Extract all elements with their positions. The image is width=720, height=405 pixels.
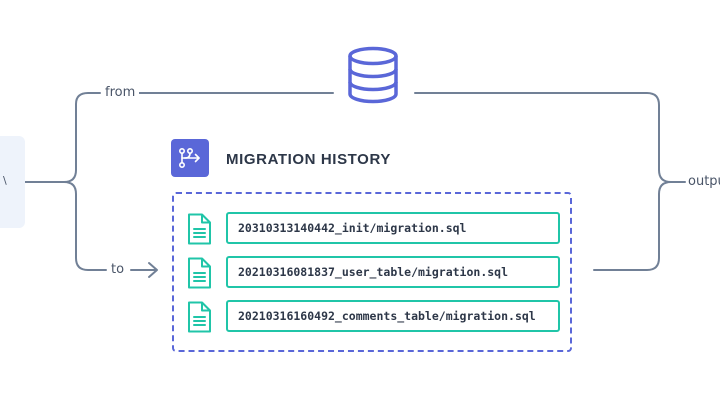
from-branch-line xyxy=(63,92,101,183)
document-icon xyxy=(188,257,211,289)
history-to-output-line xyxy=(593,181,672,271)
document-icon xyxy=(188,301,211,333)
database-icon xyxy=(348,46,398,104)
migration-row: 20210316081837_user_table/migration.sql xyxy=(186,256,566,292)
migration-row: 20310313140442_init/migration.sql xyxy=(186,212,566,248)
history-title: MIGRATION HISTORY xyxy=(226,151,391,168)
output-label: outpu xyxy=(688,174,720,189)
migration-flow-icon xyxy=(171,139,209,177)
migration-file: 20210316160492_comments_table/migration.… xyxy=(226,300,560,332)
migration-file: 20210316081837_user_table/migration.sql xyxy=(226,256,560,288)
migration-file: 20310313140442_init/migration.sql xyxy=(226,212,560,244)
migration-row: 20210316160492_comments_table/migration.… xyxy=(186,300,566,336)
migration-history-box xyxy=(172,192,572,352)
source-card-text: \ xyxy=(3,174,7,187)
arrow-right-icon xyxy=(148,262,158,278)
to-label: to xyxy=(111,262,125,277)
to-branch-line xyxy=(63,181,107,271)
database-to-output-line xyxy=(414,92,686,183)
from-label: from xyxy=(101,85,140,100)
source-card: \ xyxy=(0,136,25,228)
document-icon xyxy=(188,213,211,245)
